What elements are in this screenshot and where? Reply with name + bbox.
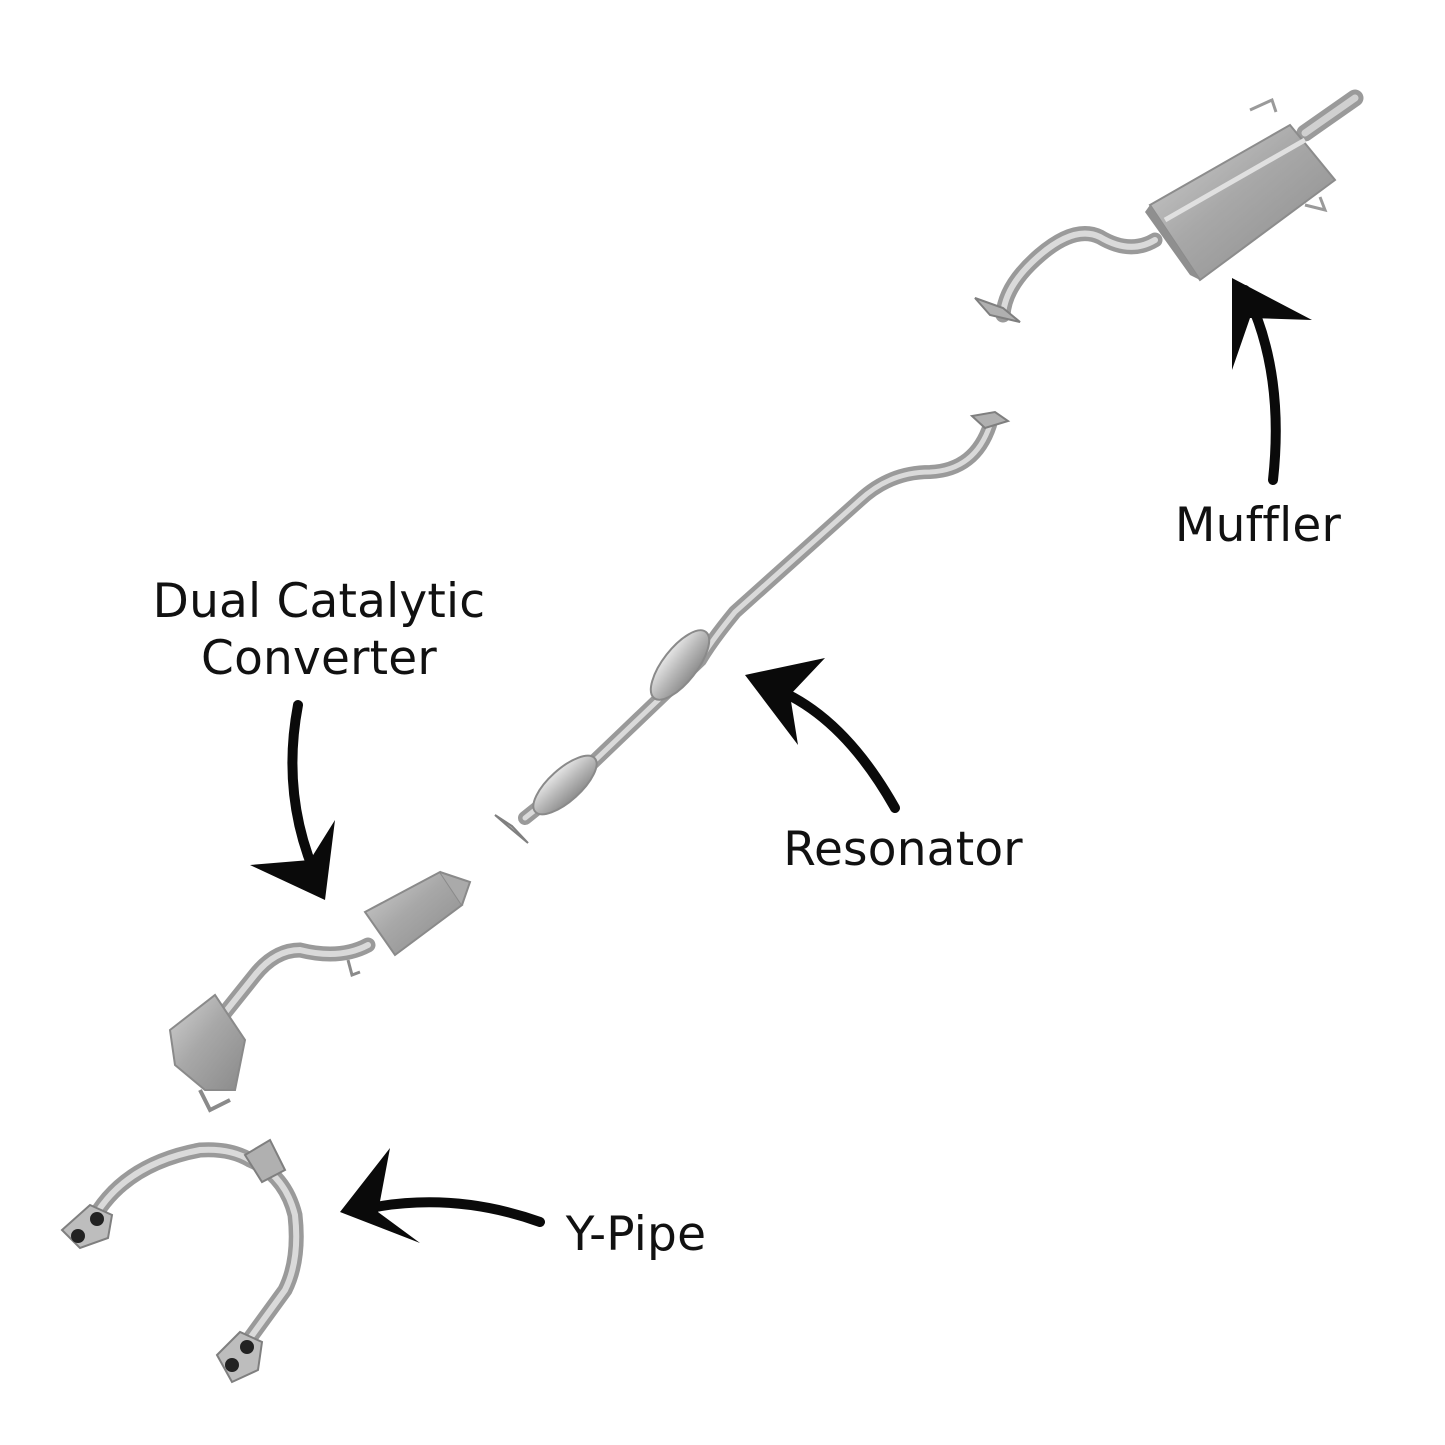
catalytic-converter-label: Dual Catalytic Converter [153, 573, 486, 688]
y-pipe-curved-arrow-icon [340, 1148, 545, 1243]
y-pipe-label: Y-Pipe [566, 1206, 706, 1263]
muffler-curved-arrow-icon [1232, 278, 1312, 485]
resonator-label: Resonator [783, 821, 1023, 878]
catalytic-curved-arrow-icon [250, 700, 335, 900]
catalytic-label-line2: Converter [201, 631, 437, 687]
resonator-label-text: Resonator [783, 822, 1023, 877]
resonator-pipe [494, 410, 1011, 844]
y-pipe-assembly [60, 1138, 304, 1384]
catalytic-converter-assembly [168, 870, 472, 1113]
muffler-label: Muffler [1175, 497, 1341, 554]
muffler-assembly [974, 89, 1364, 323]
muffler-label-text: Muffler [1174, 498, 1342, 553]
resonator-curved-arrow-icon [745, 658, 900, 813]
catalytic-label-line1: Dual Catalytic [152, 574, 486, 629]
y-pipe-label-text: Y-Pipe [565, 1207, 707, 1262]
